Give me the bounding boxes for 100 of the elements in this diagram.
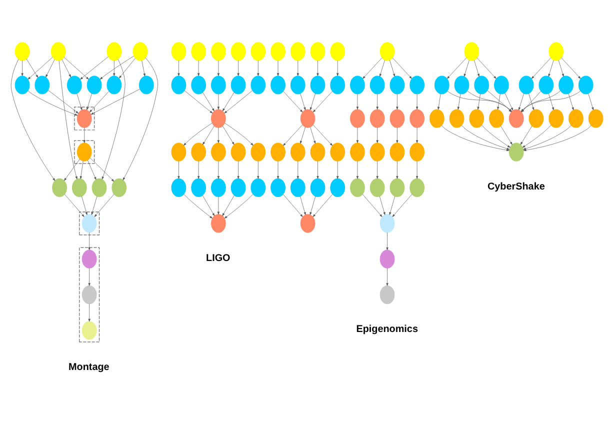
- arrow: [392, 57, 412, 78]
- arrow: [522, 124, 552, 148]
- arrow: [90, 90, 110, 112]
- node-circle: [390, 108, 405, 128]
- arrow: [379, 59, 385, 76]
- label: Montage: [68, 362, 110, 373]
- node-circle: [171, 178, 186, 197]
- arrow: [438, 93, 441, 110]
- arrow: [356, 126, 359, 143]
- arrow: [282, 194, 303, 216]
- node-circle: [370, 142, 385, 161]
- arrow: [523, 124, 592, 151]
- arrow: [568, 92, 574, 110]
- arrow: [548, 92, 554, 110]
- arrow: [386, 268, 388, 286]
- node-circle: [270, 75, 286, 94]
- arrow: [10, 58, 56, 180]
- arrow: [217, 160, 220, 178]
- arrow: [26, 58, 38, 78]
- arrow: [224, 122, 254, 146]
- arrow: [184, 90, 213, 113]
- arrow: [122, 56, 158, 180]
- node-circle: [230, 178, 246, 197]
- arrow: [217, 196, 220, 214]
- node-circle: [50, 42, 66, 60]
- arrow: [102, 58, 126, 179]
- node-circle: [290, 75, 306, 94]
- node-circle: [390, 75, 405, 94]
- arrow: [222, 194, 234, 216]
- arrow: [76, 92, 82, 110]
- arrow: [87, 159, 96, 180]
- arrow: [62, 58, 71, 77]
- arrow: [202, 194, 215, 216]
- arrow: [310, 196, 316, 215]
- arrow: [296, 160, 299, 178]
- label: CyberShake: [488, 180, 545, 192]
- arrow: [477, 93, 481, 110]
- arrow: [64, 158, 80, 180]
- node-circle: [290, 42, 306, 60]
- node-circle: [191, 75, 206, 94]
- arrow: [558, 59, 564, 76]
- arrow: [217, 60, 220, 76]
- node-circle: [211, 75, 226, 94]
- arrow: [528, 92, 534, 110]
- node-circle: [230, 75, 246, 94]
- arrow: [21, 60, 24, 76]
- label: LIGO: [206, 252, 230, 264]
- node-circle: [211, 42, 226, 60]
- arrow: [362, 57, 382, 78]
- node-circle: [82, 249, 97, 268]
- node-circle: [489, 108, 504, 128]
- node-circle: [330, 75, 346, 94]
- node-circle: [568, 108, 584, 128]
- arrow: [28, 90, 78, 116]
- arrow: [82, 196, 88, 215]
- arrow: [523, 124, 572, 150]
- arrow: [222, 125, 234, 144]
- arrow: [64, 194, 84, 216]
- node-circle: [171, 75, 186, 94]
- node-circle: [330, 42, 346, 60]
- arrow: [276, 60, 280, 76]
- node-circle: [310, 142, 326, 161]
- arrow: [64, 56, 89, 79]
- arrow: [198, 60, 200, 76]
- node-circle: [72, 178, 87, 197]
- arrow: [482, 124, 510, 148]
- arrow: [276, 160, 280, 178]
- node-circle: [390, 178, 405, 197]
- arrow: [237, 160, 240, 178]
- arrow: [310, 126, 316, 144]
- node-circle: [588, 108, 604, 128]
- arrow: [416, 160, 418, 178]
- arrow: [396, 93, 398, 110]
- arrow: [316, 60, 319, 76]
- arrow: [46, 58, 55, 77]
- node-circle: [410, 142, 424, 161]
- node-circle: [250, 42, 266, 60]
- node-circle: [310, 75, 326, 94]
- arrow: [257, 60, 260, 76]
- arrow: [461, 124, 510, 150]
- arrow: [520, 125, 532, 144]
- arrow: [88, 303, 90, 322]
- node-circle: [548, 108, 564, 128]
- node-circle: [528, 108, 544, 128]
- arrow: [198, 160, 200, 178]
- arrow: [80, 160, 84, 179]
- arrow: [237, 60, 240, 76]
- arrow: [416, 126, 418, 143]
- node-circle: [171, 42, 186, 60]
- arrow: [300, 196, 306, 215]
- arrow: [310, 92, 316, 110]
- node-circle: [310, 42, 326, 60]
- arrow: [376, 126, 378, 143]
- arrow: [316, 160, 319, 178]
- arrow: [113, 60, 116, 76]
- arrow: [142, 60, 146, 76]
- node-circle: [474, 75, 490, 94]
- arrow: [531, 57, 552, 78]
- arrow: [312, 124, 333, 146]
- node-circle: [82, 320, 97, 340]
